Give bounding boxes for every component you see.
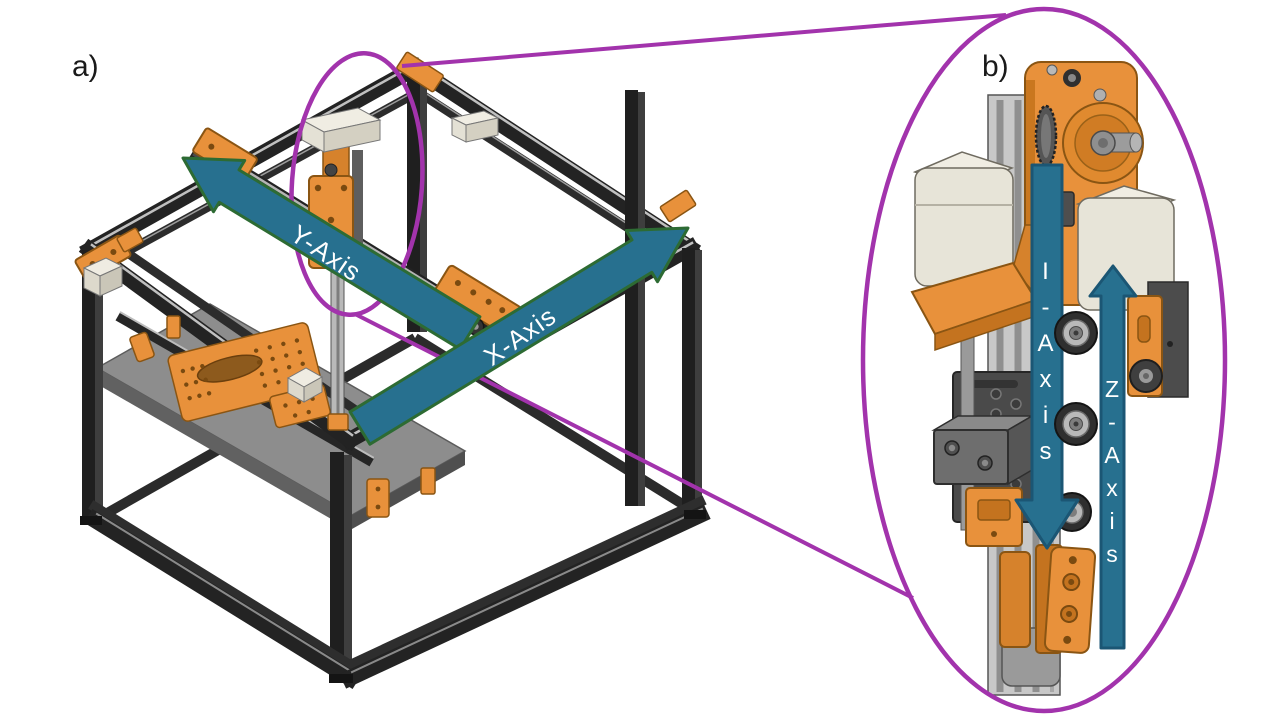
i-axis-arrow — [1014, 163, 1080, 550]
panel-b-label: b) — [982, 50, 1009, 83]
bed-corner-block — [286, 367, 324, 403]
shelf-bracket — [366, 478, 390, 518]
z-assembly-small — [327, 263, 349, 431]
machine-overview-render — [74, 51, 711, 690]
x-axis-arrow — [348, 226, 690, 446]
corner-block-white — [82, 257, 124, 297]
rail-bracket — [166, 315, 181, 339]
callout-ellipse-large — [860, 6, 1228, 714]
right-motor-mount — [1127, 281, 1189, 398]
anti-backlash-nut — [931, 414, 1035, 486]
panel-a-label: a) — [72, 50, 99, 83]
rail-bracket — [659, 189, 697, 223]
frame-posts — [82, 68, 702, 680]
callout-line-top — [401, 13, 1007, 68]
rail-bracket — [116, 227, 144, 253]
lower-clamp — [965, 487, 1023, 547]
y-axis-arrow — [181, 156, 482, 351]
bottom-bracket — [999, 544, 1097, 687]
rail-bracket — [129, 331, 155, 363]
x-end-block — [450, 110, 500, 143]
callout-ellipse-small — [289, 50, 425, 318]
left-stepper-motor — [912, 151, 1015, 287]
frame-bottom-rails — [80, 495, 711, 690]
v-wheel — [1054, 311, 1098, 355]
gantry-stepper-motor — [300, 107, 382, 153]
axis-arrows — [181, 156, 1138, 650]
z-axis-label: Z-Axis — [1099, 376, 1125, 574]
z-axis-arrow — [1088, 264, 1138, 650]
i-axis-label: I-Axis — [1032, 258, 1059, 474]
v-wheel — [1054, 402, 1098, 446]
shelf-bracket — [420, 467, 436, 495]
